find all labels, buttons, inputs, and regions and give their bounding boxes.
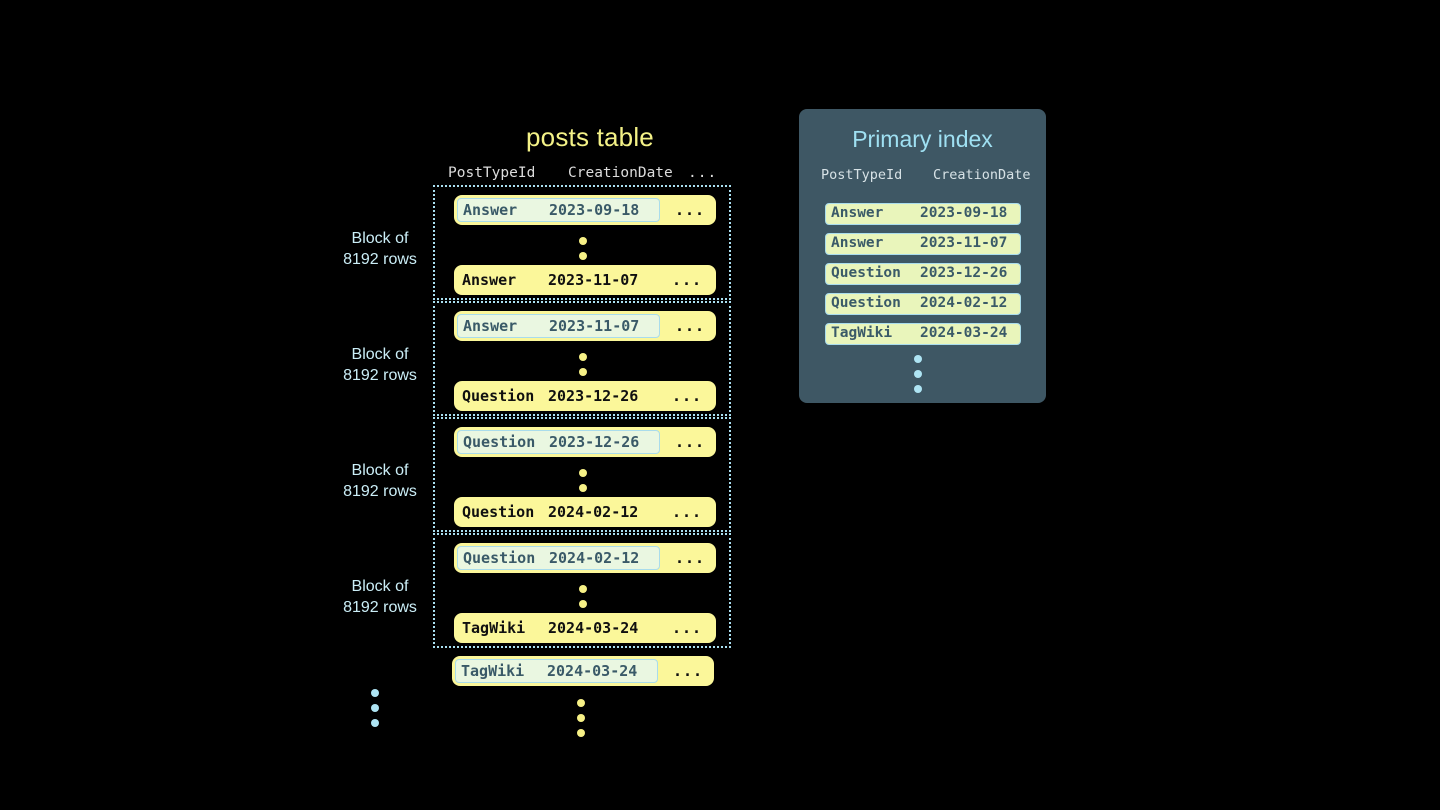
cell-creation-date: 2024-03-24 [547,662,638,680]
posts-table-diagram: posts table PostTypeId CreationDate ... … [330,110,750,750]
cell-creation-date: 2023-11-07 [548,271,639,289]
cell-post-type-id: Question [462,387,535,405]
cell-creation-date: 2024-02-12 [548,503,639,521]
row-index-highlight [457,546,660,570]
primary-index-title: Primary index [852,126,993,152]
row-index-highlight [457,314,660,338]
posts-table-blocks: Answer 2023-09-18 ... Answer 2023-11-07 … [330,185,750,765]
cell-post-type-id: Answer [462,271,517,289]
index-column-header-post-type-id: PostTypeId [821,167,903,183]
index-cell-post-type-id: Question [831,295,901,311]
vertical-ellipsis-dots-blocks-end [371,689,381,727]
primary-index-entries: Answer 2023-09-18 Answer 2023-11-07 Ques… [825,203,1021,353]
block-label-line-1: Block of [351,346,409,363]
table-row: Answer 2023-09-18 ... [454,195,716,225]
primary-index-column-headers: PostTypeId CreationDate [821,167,1031,187]
index-cell-post-type-id: Question [831,265,901,281]
block-label-line-2: 8192 rows [343,483,417,500]
block-label-line-1: Block of [351,230,409,247]
index-cell-creation-date: 2023-12-26 [920,265,1008,281]
cell-post-type-id: Question [462,503,535,521]
cell-more: ... [675,549,706,567]
vertical-ellipsis-dots-table-end [577,699,587,737]
table-row: Question 2024-02-12 ... [454,543,716,573]
block-label-line-1: Block of [351,578,409,595]
block-label-2: Block of 8192 rows [330,344,430,386]
index-cell-post-type-id: Answer [831,235,884,251]
index-cell-creation-date: 2023-09-18 [920,205,1008,221]
index-entry: TagWiki 2024-03-24 [825,323,1021,345]
index-entry: Answer 2023-09-18 [825,203,1021,225]
cell-more: ... [675,317,706,335]
block-label-line-1: Block of [351,462,409,479]
vertical-ellipsis-dots-index [914,355,924,393]
index-entry: Question 2024-02-12 [825,293,1021,315]
index-cell-creation-date: 2023-11-07 [920,235,1008,251]
cell-post-type-id: TagWiki [462,619,526,637]
cell-creation-date: 2024-02-12 [549,549,640,567]
cell-more: ... [675,433,706,451]
column-header-post-type-id: PostTypeId [448,165,536,181]
table-row: TagWiki 2024-03-24 ... [452,656,714,686]
block-label-3: Block of 8192 rows [330,460,430,502]
table-row: Answer 2023-11-07 ... [454,265,716,295]
column-header-more: ... [688,165,718,181]
posts-table-title: posts table [526,122,654,152]
index-cell-post-type-id: TagWiki [831,325,893,341]
cell-post-type-id: TagWiki [461,662,525,680]
row-index-highlight [455,659,658,683]
block-label-line-2: 8192 rows [343,251,417,268]
table-row: Answer 2023-11-07 ... [454,311,716,341]
row-index-highlight [457,430,660,454]
cell-creation-date: 2023-12-26 [549,433,640,451]
block-label-4: Block of 8192 rows [330,576,430,618]
cell-creation-date: 2024-03-24 [548,619,639,637]
table-row: Question 2024-02-12 ... [454,497,716,527]
table-row: TagWiki 2024-03-24 ... [454,613,716,643]
table-row: Question 2023-12-26 ... [454,427,716,457]
cell-creation-date: 2023-11-07 [549,317,640,335]
primary-index-panel: Primary index PostTypeId CreationDate An… [799,109,1046,403]
cell-more: ... [673,662,704,680]
cell-creation-date: 2023-09-18 [549,201,640,219]
cell-more: ... [672,271,703,289]
index-cell-post-type-id: Answer [831,205,884,221]
index-cell-creation-date: 2024-03-24 [920,325,1008,341]
posts-table-column-headers: PostTypeId CreationDate ... [448,165,738,185]
cell-more: ... [672,503,703,521]
cell-post-type-id: Answer [463,317,518,335]
block-label-line-2: 8192 rows [343,599,417,616]
block-label-1: Block of 8192 rows [330,228,430,270]
index-cell-creation-date: 2024-02-12 [920,295,1008,311]
block-label-line-2: 8192 rows [343,367,417,384]
cell-creation-date: 2023-12-26 [548,387,639,405]
column-header-creation-date: CreationDate [568,165,673,181]
block-3: Question 2023-12-26 ... Question 2024-02… [433,417,731,532]
block-1: Answer 2023-09-18 ... Answer 2023-11-07 … [433,185,731,300]
cell-more: ... [672,387,703,405]
block-4: Question 2024-02-12 ... TagWiki 2024-03-… [433,533,731,648]
row-index-highlight [457,198,660,222]
table-row: Question 2023-12-26 ... [454,381,716,411]
index-entry: Answer 2023-11-07 [825,233,1021,255]
cell-post-type-id: Answer [463,201,518,219]
cell-more: ... [675,201,706,219]
cell-post-type-id: Question [463,549,536,567]
block-2: Answer 2023-11-07 ... Question 2023-12-2… [433,301,731,416]
index-column-header-creation-date: CreationDate [933,167,1031,183]
cell-more: ... [672,619,703,637]
cell-post-type-id: Question [463,433,536,451]
index-entry: Question 2023-12-26 [825,263,1021,285]
